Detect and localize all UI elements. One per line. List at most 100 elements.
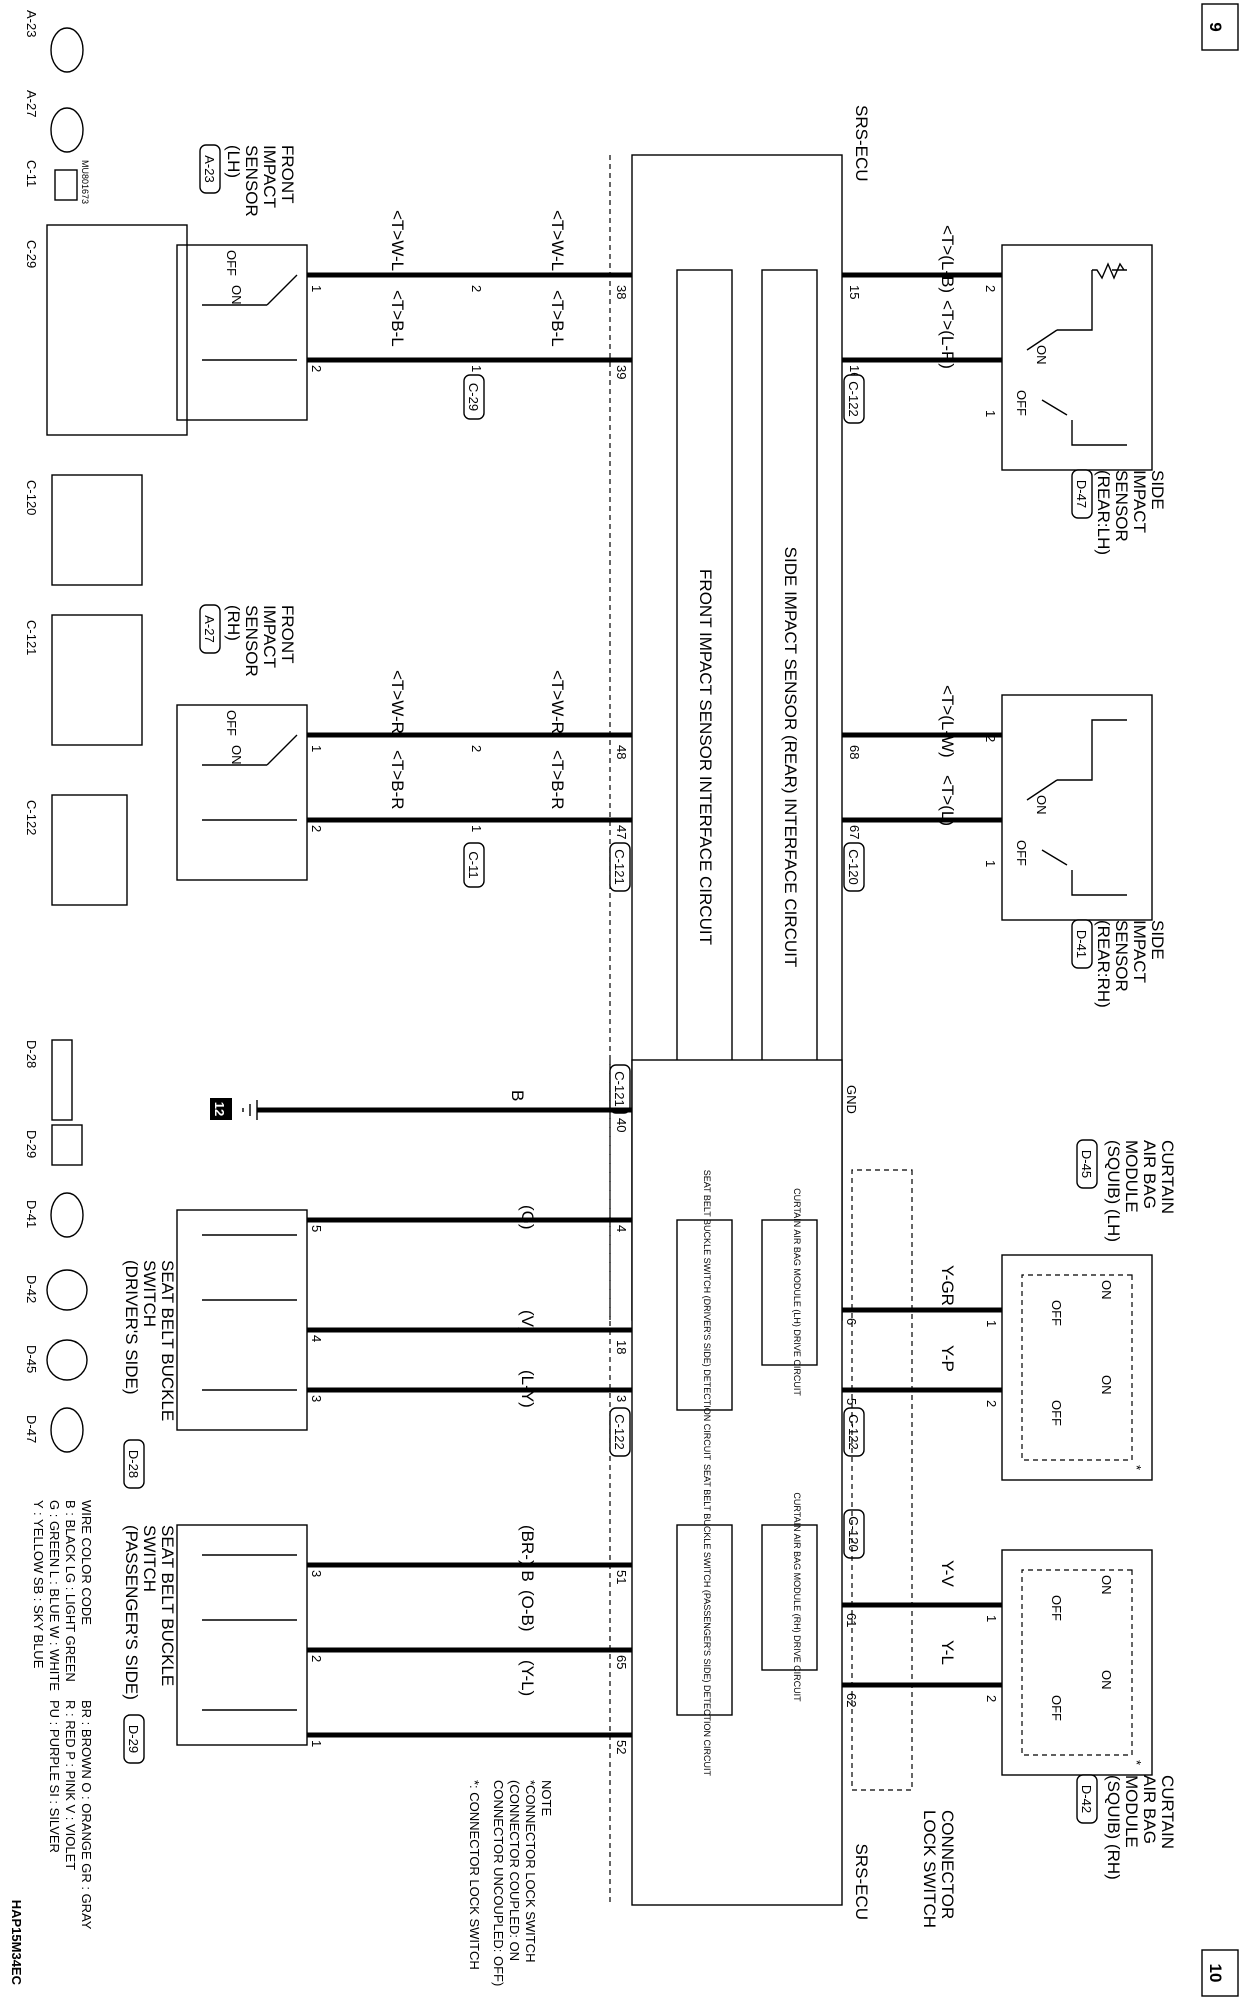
legend-d29-shape <box>51 1124 83 1166</box>
wire-side-rh-b-label: <T>(L) <box>938 775 957 826</box>
pin-52: 52 <box>614 1740 629 1754</box>
side-rh-pin2: 2 <box>983 735 998 742</box>
wire-curtain-rh-a-label: Y-V <box>938 1560 957 1587</box>
belt-d-pin4: 4 <box>309 1335 324 1342</box>
belt-driver-name-3: (DRIVER'S SIDE) <box>122 1260 141 1395</box>
legend-d47: D-47 <box>24 1415 39 1443</box>
tag-c121-top-text: C-121 <box>612 849 627 884</box>
legend-d28: D-28 <box>24 1040 39 1068</box>
front-lh-name-1: FRONT <box>278 145 297 204</box>
wire-curtain-lh-b-label: Y-P <box>938 1345 957 1372</box>
curtain-lh-on-1: ON <box>1099 1280 1114 1300</box>
belt-driver-conn: D-28 <box>126 1450 141 1478</box>
curtain-lh-conn-tag <box>1076 1139 1098 1189</box>
tag-c122-bottom <box>843 1407 865 1457</box>
curtain-rh-off-2: OFF <box>1049 1695 1064 1721</box>
curtain-rh-off-1: OFF <box>1049 1595 1064 1621</box>
side-lh-pin2: 2 <box>983 285 998 292</box>
legend-d47-shape <box>50 1407 84 1453</box>
front-rh-off: OFF <box>224 710 239 736</box>
pin-65: 65 <box>614 1655 629 1669</box>
front-impact-interface-label: FRONT IMPACT SENSOR INTERFACE CIRCUIT <box>696 569 715 945</box>
tag-c120-top <box>843 842 865 892</box>
front-lh-off: OFF <box>224 250 239 276</box>
wire-color-line-3: Y : YELLOW SB : SKY BLUE <box>31 1500 46 1669</box>
side-lh-internal <box>1057 262 1127 446</box>
legend-d41: D-41 <box>24 1200 39 1228</box>
side-impact-sensor-rh <box>1001 694 1153 921</box>
wire-belt-d-b-label: (V) <box>518 1310 537 1333</box>
pin-48: 48 <box>614 745 629 759</box>
tag-c29-top <box>463 374 485 420</box>
curtain-lh-on-2: ON <box>1099 1375 1114 1395</box>
curtain-lh-drive-label: CURTAIN AIR BAG MODULE (LH) DRIVE CIRCUI… <box>792 1188 802 1396</box>
tag-c11-top-text: C-11 <box>466 851 481 878</box>
curtain-rh-name-1: CURTAIN <box>1158 1775 1177 1849</box>
front-rh-name-4: (RH) <box>224 605 243 641</box>
curtain-lh-lock-region <box>1021 1274 1133 1461</box>
wire-belt-p-a-label: (BR-) B <box>518 1525 537 1582</box>
wire-gnd-label: B <box>508 1090 527 1101</box>
side-lh-conn-tag <box>1071 469 1093 519</box>
wire-curtain-rh-b-label: Y-L <box>938 1640 957 1665</box>
tag-c29-top-text: C-29 <box>466 383 481 411</box>
tag-c11-top <box>463 842 485 888</box>
belt-pass-name-2: SWITCH <box>140 1525 159 1592</box>
curtain-rh-drive-label: CURTAIN AIR BAG MODULE (RH) DRIVE CIRCUI… <box>792 1492 802 1702</box>
side-rh-name-4: (REAR:RH) <box>1094 920 1113 1008</box>
ground-id-box <box>210 1098 232 1120</box>
front-lh-conn: A-23 <box>202 155 217 182</box>
tag-c122-belt-text: C-122 <box>612 1414 627 1449</box>
belt-pass-conn-tag <box>123 1714 145 1764</box>
side-impact-sensor-lh <box>1001 244 1153 471</box>
ground-symbol <box>242 1100 258 1120</box>
front-rh-mid-pin2: 2 <box>469 745 484 752</box>
legend-d42: D-42 <box>24 1275 39 1303</box>
front-rh-name-2: IMPACT <box>260 605 279 668</box>
belt-driver-conn-tag <box>123 1439 145 1489</box>
front-lh-pin2: 2 <box>309 365 324 372</box>
tag-c121-top <box>609 842 631 892</box>
belt-pass-name-1: SEAT BELT BUCKLE <box>158 1525 177 1686</box>
curtain-lh-name-2: AIR BAG <box>1140 1140 1159 1209</box>
legend-c120: C-120 <box>24 480 39 515</box>
side-rh-conn-tag <box>1071 919 1093 969</box>
tag-c121-bottom-text: C-121 <box>612 1071 627 1106</box>
curtain-lh-module <box>1001 1254 1153 1481</box>
side-rh-pin1: 1 <box>983 860 998 867</box>
front-lh-conn-tag <box>199 144 221 194</box>
side-impact-interface-label: SIDE IMPACT SENSOR (REAR) INTERFACE CIRC… <box>781 547 800 968</box>
wire-color-line-2: G : GREEN L : BLUE W : WHITE <box>47 1500 62 1691</box>
legend-a27: A-27 <box>24 90 39 117</box>
note-line-3: CONNECTOR UNCOUPLED: OFF) <box>491 1780 506 1986</box>
page-number-box-right <box>1201 1949 1239 1997</box>
wire-side-lh-b-label: <T>(L-R) <box>938 300 957 369</box>
tag-c120-bottom <box>843 1509 865 1559</box>
tag-c121-bottom <box>609 1064 631 1114</box>
side-rh-name-2: IMPACT <box>1130 920 1149 983</box>
belt-pass-internal <box>202 1554 297 1711</box>
front-lh-on: ON <box>229 285 244 305</box>
curtain-rh-drive-box <box>761 1524 818 1671</box>
tag-c122-top-text: C-122 <box>846 381 861 416</box>
legend-c121-shape <box>51 614 143 746</box>
legend-c122: C-122 <box>24 800 39 835</box>
curtain-lh-pin1: 1 <box>984 1320 999 1327</box>
belt-pass-name-3: (PASSENGER'S SIDE) <box>122 1525 141 1700</box>
wire-front-lh-a-label-2: <T>W-L <box>388 210 407 271</box>
curtain-rh-on-1: ON <box>1099 1575 1114 1595</box>
note-line-1: *CONNECTOR LOCK SWITCH <box>523 1780 538 1963</box>
legend-c11-shape <box>54 169 78 201</box>
tag-c122-bottom-text: C-122 <box>846 1414 861 1449</box>
side-lh-pin1: 1 <box>983 410 998 417</box>
belt-p-pin2: 2 <box>309 1655 324 1662</box>
pin-68: 68 <box>847 745 862 759</box>
curtain-rh-name-3: MODULE <box>1122 1775 1141 1848</box>
front-lh-name-4: (LH) <box>224 145 243 178</box>
side-rh-conn: D-41 <box>1074 930 1089 958</box>
legend-c11-part: MU801673 <box>80 160 90 204</box>
side-rh-off: OFF <box>1014 840 1029 866</box>
belt-driver-name-1: SEAT BELT BUCKLE <box>158 1260 177 1421</box>
wire-front-lh-b-label-1: <T>B-L <box>548 290 567 347</box>
